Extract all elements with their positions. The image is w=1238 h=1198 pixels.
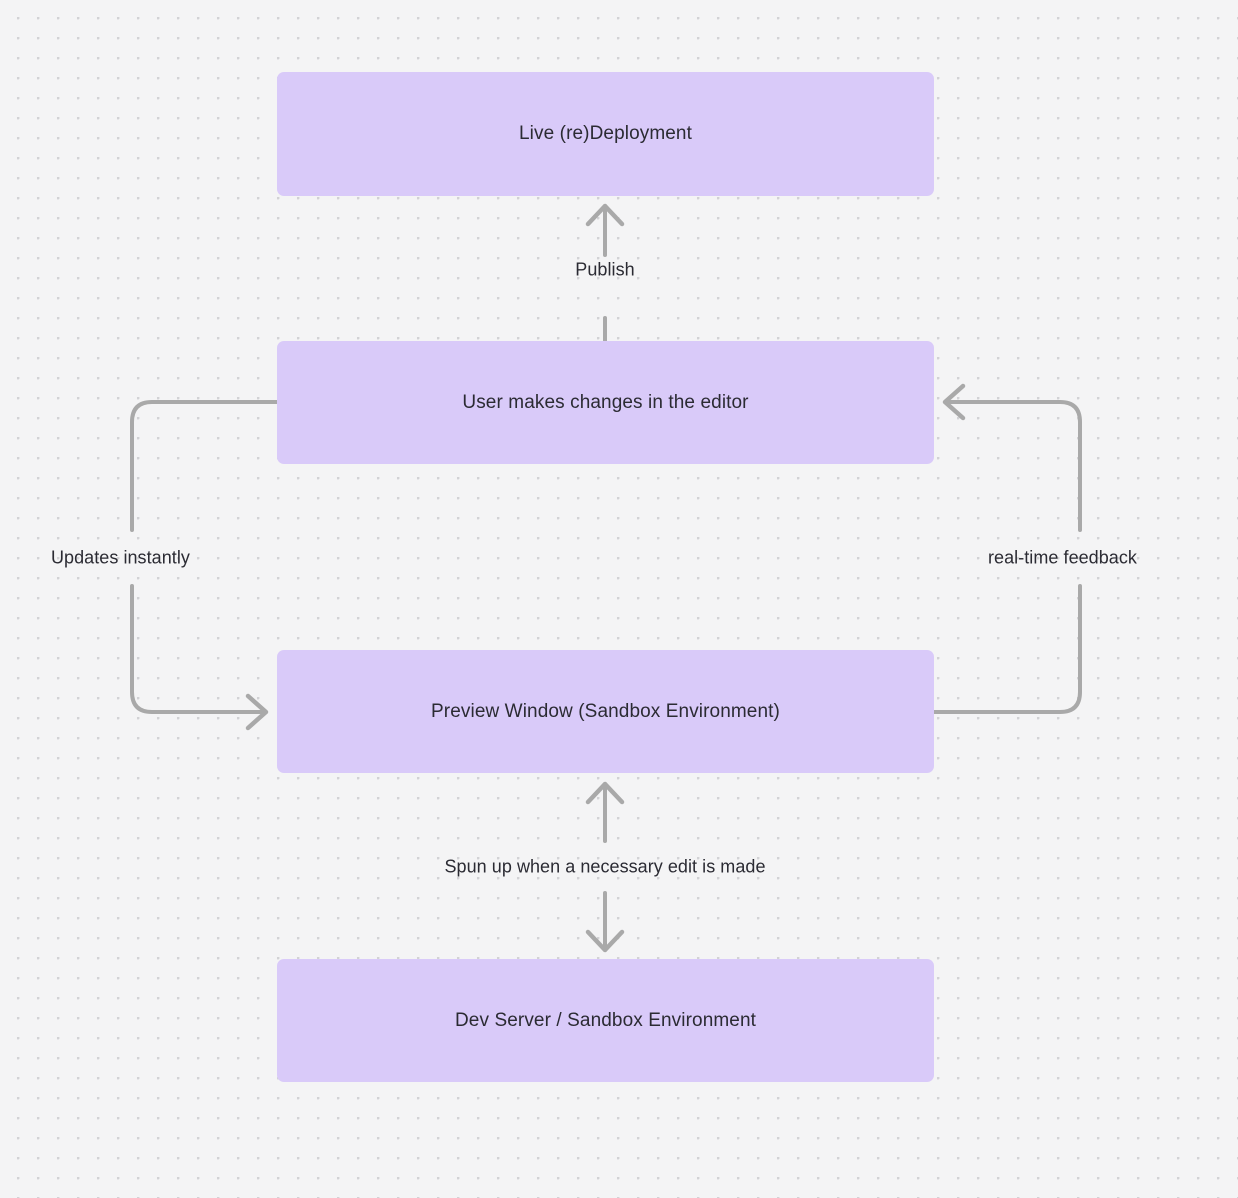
edge-label-spun-up: Spun up when a necessary edit is made [444, 856, 766, 877]
node-live-redeployment[interactable]: Live (re)Deployment [277, 72, 934, 196]
node-preview-window[interactable]: Preview Window (Sandbox Environment) [277, 650, 934, 773]
node-dev-server[interactable]: Dev Server / Sandbox Environment [277, 959, 934, 1082]
arrowhead-down-icon [585, 929, 625, 953]
edge-label-publish: Publish [575, 259, 635, 280]
node-label: Live (re)Deployment [519, 123, 692, 144]
node-label: User makes changes in the editor [462, 391, 749, 413]
node-label: Dev Server / Sandbox Environment [454, 1009, 756, 1031]
arrowhead-left-icon [942, 383, 966, 421]
arrowhead-right-icon [245, 693, 269, 731]
node-label: Preview Window (Sandbox Environment) [431, 700, 780, 722]
edge-label-updates-instantly: Updates instantly [51, 547, 190, 568]
node-user-makes-changes[interactable]: User makes changes in the editor [277, 341, 934, 464]
edge-label-real-time-feedback: real-time feedback [988, 547, 1137, 568]
arrowhead-up-icon [585, 203, 625, 227]
arrowhead-up-icon [585, 781, 625, 805]
